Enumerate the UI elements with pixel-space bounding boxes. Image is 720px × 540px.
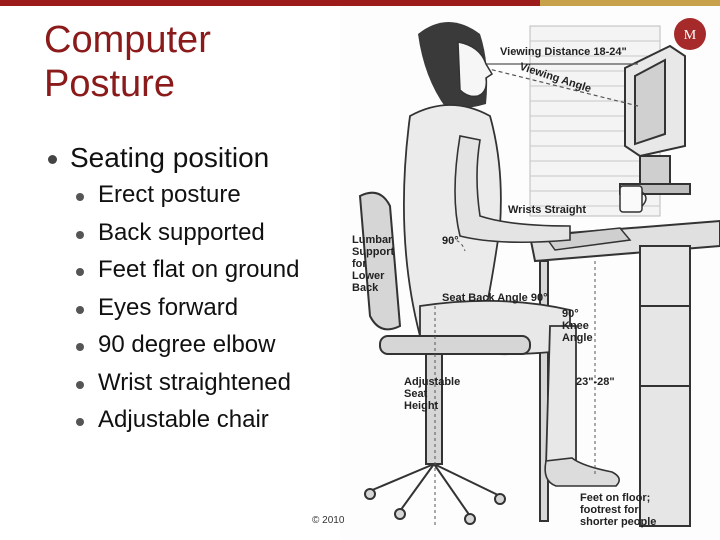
bullet-dot (76, 418, 84, 426)
monitor (619, 44, 691, 195)
sub-bullet-text: Eyes forward (98, 293, 239, 321)
label-desk-height: 23"-28" (576, 376, 615, 388)
sub-bullet-text: 90 degree elbow (98, 331, 276, 358)
bullet-dot (76, 343, 84, 351)
logo-icon (674, 18, 706, 50)
main-bullet-text: Seating position (70, 142, 270, 173)
sub-bullet-text: Feet flat on ground (98, 256, 300, 283)
bullet-dot (76, 305, 84, 314)
bullet-dot (76, 193, 84, 201)
label-viewing-distance: Viewing Distance 18-24" (500, 46, 627, 58)
label-adjustable-seat: Adjustable Seat Height (404, 376, 461, 412)
label-feet-on-floor: Feet on floor; footrest for shorter peop… (580, 492, 657, 528)
bullet-dot (76, 230, 84, 239)
sub-bullet-text: Erect posture (98, 181, 241, 208)
sub-bullet-text: Wrist straightened (98, 368, 291, 396)
copyright-text: © 2010 (312, 515, 345, 526)
sub-bullet-text: Back supported (98, 218, 265, 246)
top-accent-bar (0, 0, 720, 6)
ergonomic-posture-illustration: M (340, 6, 720, 540)
person-face (457, 41, 494, 98)
sight-lines (484, 63, 639, 107)
label-seat-back-angle: Seat Back Angle 90° (442, 292, 548, 304)
bullet-dot (76, 268, 84, 276)
office-chair (358, 191, 531, 525)
keyboard (543, 227, 632, 251)
bullet-dot (48, 155, 57, 164)
bullet-dot (76, 380, 84, 389)
svg-text:M: M (684, 28, 697, 43)
dimension-lines (434, 239, 596, 526)
person-arm (454, 135, 571, 244)
posture-drawing: M (358, 18, 720, 527)
top-accent-bar-gold (540, 0, 720, 6)
mug-icon (619, 185, 647, 213)
person-shin (545, 325, 577, 467)
label-knee-angle: 90° Knee Angle (562, 308, 593, 344)
label-wrists-straight: Wrists Straight (508, 204, 587, 216)
label-lumbar-support: Lumbar Support for Lower Back (352, 234, 395, 294)
sub-bullet-text: Adjustable chair (98, 406, 269, 433)
slide-title: Computer Posture (44, 19, 211, 105)
person-foot (544, 457, 620, 487)
label-elbow-angle: 90° (442, 235, 459, 247)
